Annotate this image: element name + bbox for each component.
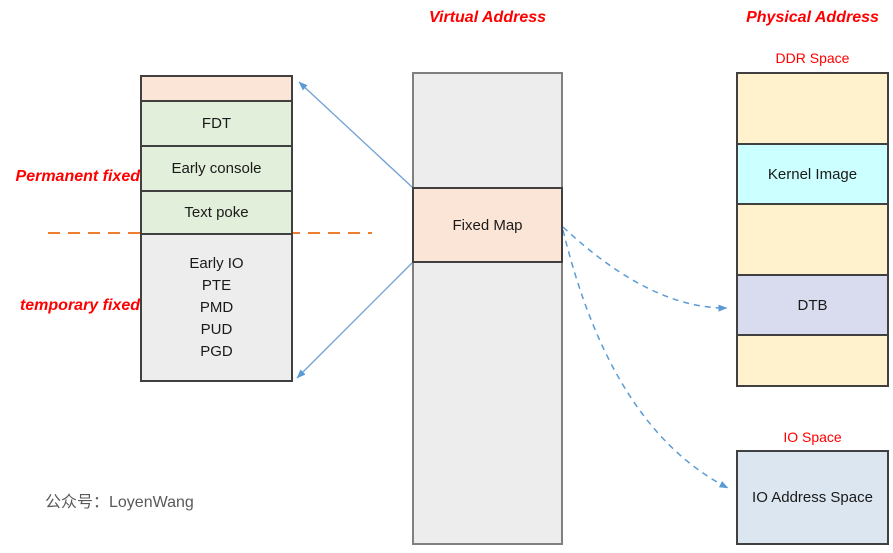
segment-fdt: FDT — [142, 102, 291, 147]
fixed-map-box: Fixed Map — [412, 187, 563, 263]
watermark: 公众号：LoyenWang — [45, 494, 194, 511]
io-space-label: IO Space — [783, 429, 842, 445]
virtual-address-title: Virtual Address — [428, 9, 547, 26]
io-address-space-box: IO Address Space — [736, 450, 889, 545]
segment-text-poke: Text poke — [142, 192, 291, 235]
segment-temporary-group: Early IO PTE PMD PUD PGD — [142, 235, 291, 380]
segment-early-console: Early console — [142, 147, 291, 192]
virtual-address-column — [412, 72, 563, 545]
ddr-space-label: DDR Space — [775, 50, 850, 66]
fixmap-stack: FDT Early console Text poke Early IO PTE… — [140, 75, 293, 382]
dtb-box: DTB — [738, 276, 887, 336]
temp-line-pte: PTE — [201, 276, 232, 294]
physical-address-title: Physical Address — [746, 9, 879, 26]
temp-line-pgd: PGD — [200, 342, 233, 360]
kernel-image-box: Kernel Image — [738, 145, 887, 205]
arrow-fixedmap-to-io-space — [562, 229, 729, 489]
temp-line-pud: PUD — [200, 320, 233, 338]
ddr-segment-free-2 — [738, 205, 887, 276]
arrow-fixedmap-to-dtb — [562, 226, 728, 312]
segment-reserved-top — [142, 77, 291, 102]
ddr-segment-free-3 — [738, 336, 887, 385]
temp-line-early-io: Early IO — [189, 254, 244, 272]
ddr-space-stack: Kernel Image DTB — [736, 72, 889, 387]
arrow-fixedmap-to-stack-top — [298, 81, 413, 188]
arrow-fixedmap-to-stack-bottom — [296, 262, 413, 379]
temporary-fixed-label: temporary fixed — [19, 297, 140, 314]
ddr-segment-free-1 — [738, 74, 887, 145]
temp-line-pmd: PMD — [199, 298, 234, 316]
permanent-fixed-label: Permanent fixed — [15, 168, 140, 185]
